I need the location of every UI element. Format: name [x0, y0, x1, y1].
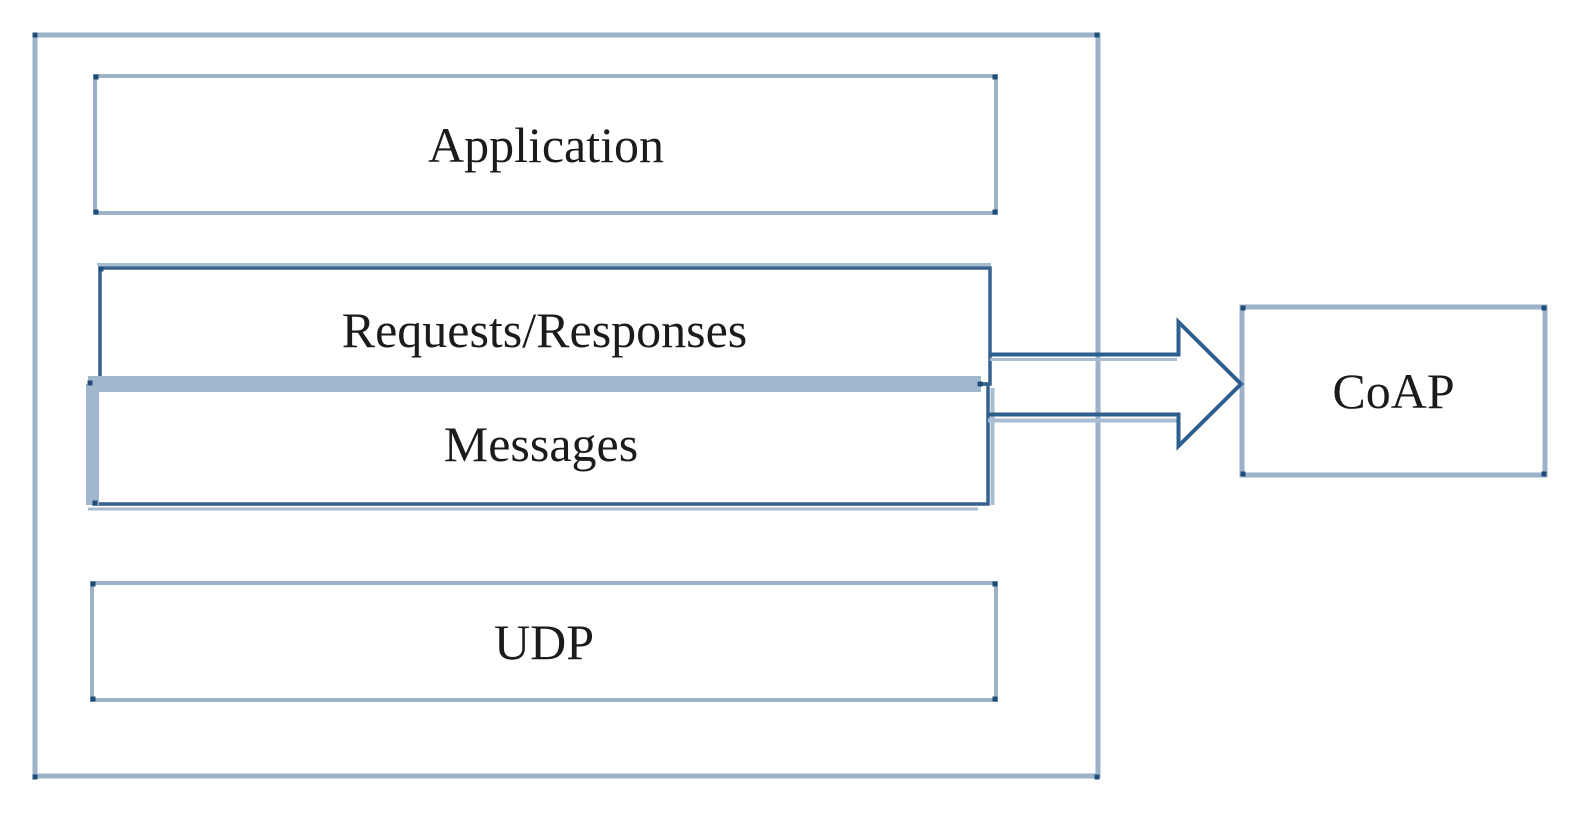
protocol-stack-outer-box	[32, 32, 1101, 779]
coap-arrow	[988, 317, 1244, 451]
udp-layer-box	[90, 581, 998, 702]
application-label: Application	[427, 117, 665, 173]
coap-box	[1239, 304, 1548, 478]
messages-label: Messages	[443, 416, 639, 472]
layer-divider-band	[88, 376, 981, 392]
coap-label: CoAP	[1332, 363, 1455, 419]
application-layer-box	[93, 74, 998, 215]
requests-responses-label: Requests/Responses	[341, 302, 748, 358]
udp-label: UDP	[493, 614, 595, 670]
messages-left-highlight	[86, 384, 99, 505]
selection-handle-dots	[32, 32, 1547, 780]
